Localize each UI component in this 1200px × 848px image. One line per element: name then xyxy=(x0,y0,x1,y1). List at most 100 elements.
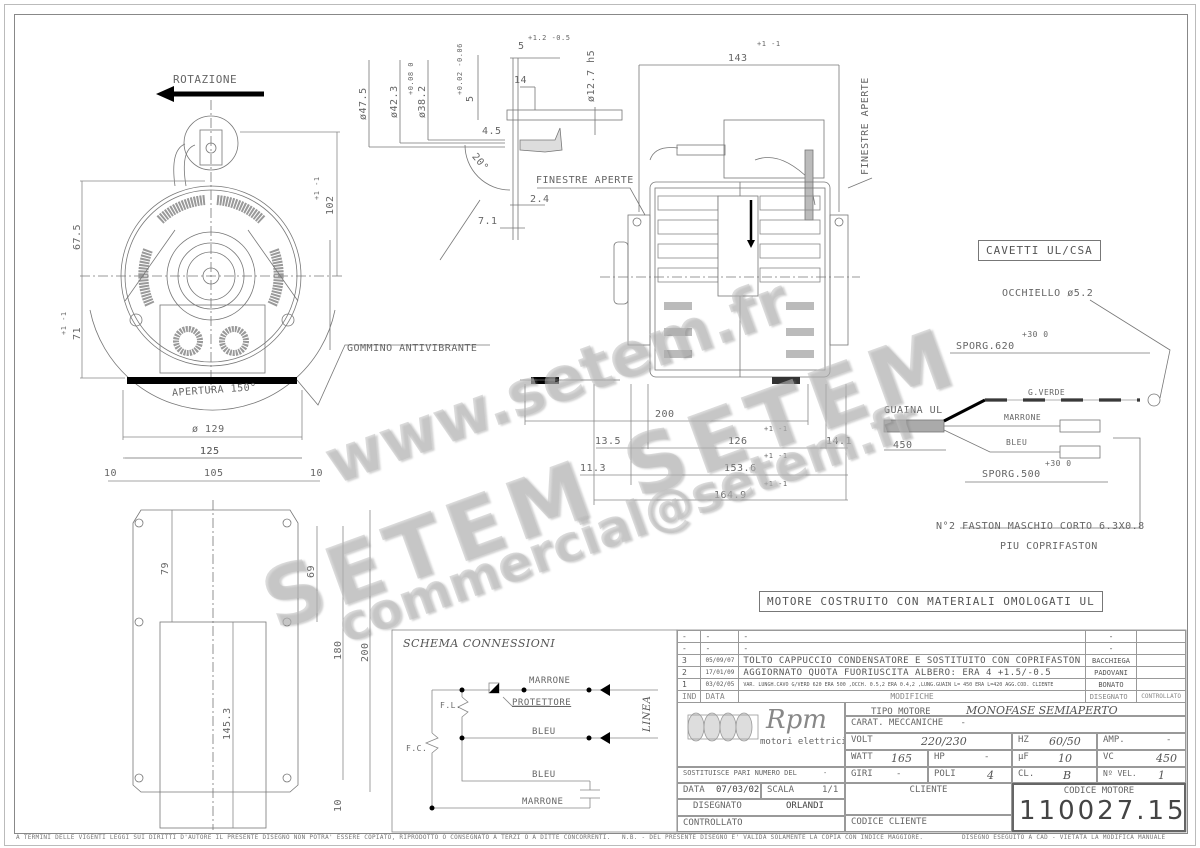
tipo-value: MONOFASE SEMIAPERTO xyxy=(966,704,1118,716)
schema-bleu-mid: BLEU xyxy=(532,727,556,737)
plate-b10: 10 xyxy=(333,798,344,812)
plate-h145: 145.3 xyxy=(222,707,233,740)
tipo-motore-cell: TIPO MOTORE MONOFASE SEMIAPERTO xyxy=(845,702,1186,716)
cable-diagram xyxy=(883,299,1171,529)
dim-11-3: 11.3 xyxy=(580,463,607,474)
base-plate xyxy=(108,457,371,830)
dim-2-4: 2.4 xyxy=(530,194,550,205)
codice-motore-value: 110027.15 xyxy=(1019,796,1186,826)
schema-marrone-top: MARRONE xyxy=(529,676,571,686)
footer-note: N.B. - DEL PRESENTE DISEGNO E' VALIDA SO… xyxy=(622,834,924,841)
dim-13-5: 13.5 xyxy=(595,436,622,447)
dim-200: 200 xyxy=(655,409,675,420)
dim-5: 5 xyxy=(465,95,476,102)
hp-label: HP xyxy=(934,752,945,762)
windows-left-label: FINESTRE APERTE xyxy=(536,175,634,186)
amp-label: AMP. xyxy=(1103,735,1125,745)
dim-d38-tol: +0.08 0 xyxy=(407,61,415,95)
codice-cliente-cell: CODICE CLIENTE xyxy=(845,815,1012,832)
dim-top5: 5 xyxy=(518,41,525,52)
brown-wire-label: MARRONE xyxy=(1004,413,1042,422)
cliente-cell: CLIENTE xyxy=(845,783,1012,815)
disegnato-label: DISEGNATO xyxy=(693,801,742,811)
plate-margin-right: 10 xyxy=(310,468,324,479)
scala-label: SCALA xyxy=(767,785,795,795)
dim-164-tol: +1 -1 xyxy=(764,480,788,488)
plate-h79: 79 xyxy=(160,561,171,575)
dim-d42: ø42.3 xyxy=(389,85,400,118)
rotation-label: ROTAZIONE xyxy=(173,73,238,86)
cliente-label: CLIENTE xyxy=(909,785,948,795)
schema-linea: LINEA xyxy=(642,695,653,732)
sheet-border xyxy=(14,14,1188,834)
vc-value: 450 xyxy=(1156,752,1177,765)
dim-14: 14 xyxy=(514,75,528,86)
poli-value: 4 xyxy=(987,769,994,782)
plate-margin-left: 10 xyxy=(104,468,118,479)
shaft-detail xyxy=(368,55,646,261)
dim-71-tol: +1 -1 xyxy=(60,311,68,335)
sporg620-label: SPORG.620 xyxy=(956,341,1015,352)
dim-102: 102 xyxy=(325,195,336,215)
scala-cell: SCALA 1/1 xyxy=(761,783,845,799)
schema-fc: F.C. xyxy=(406,744,428,753)
dim-126: 126 xyxy=(728,436,748,447)
dim-d38: ø38.2 xyxy=(417,85,428,118)
schema-fl: F.L. xyxy=(440,701,462,710)
codice-motore-cell: CODICE MOTORE 110027.15 xyxy=(1012,783,1186,832)
dim-7-1: 7.1 xyxy=(478,216,498,227)
schema-bleu-low: BLEU xyxy=(532,770,556,780)
front-view-dimensions xyxy=(80,131,340,459)
dim-top5-tol: +1.2 -0.5 xyxy=(528,34,571,42)
dim-d47: ø47.5 xyxy=(358,87,369,120)
sheath-length: 450 xyxy=(893,440,913,451)
sheet-outer-border xyxy=(4,4,1196,846)
nvel-label: Nº VEL. xyxy=(1103,769,1137,778)
dim-67-5: 67.5 xyxy=(72,223,83,250)
amp-cell: AMP.- xyxy=(1097,733,1186,750)
dim-4-5: 4.5 xyxy=(482,126,502,137)
dim-164-9: 164.9 xyxy=(714,490,747,501)
nvel-value: 1 xyxy=(1158,769,1165,782)
plate-width-125: 125 xyxy=(200,446,220,457)
cl-label: CL. xyxy=(1018,769,1035,779)
sheath-label: GUAINA UL xyxy=(884,405,943,416)
scala-value: 1/1 xyxy=(822,785,839,795)
plate-h200: 200 xyxy=(360,642,371,662)
carat-label: CARAT. MECCANICHE xyxy=(851,718,944,728)
windows-right-label: FINESTRE APERTE xyxy=(860,77,871,175)
blue-wire-label: BLEU xyxy=(1006,438,1028,447)
brand-name: Rpm xyxy=(766,705,827,735)
dia-129: ø 129 xyxy=(192,424,225,435)
brand-subtitle: motori elettrici xyxy=(760,737,845,747)
giri-cell: GIRI- xyxy=(845,767,928,783)
schema-marrone-low: MARRONE xyxy=(522,797,564,807)
footer-copyright: A TERMINI DELLE VIGENTI LEGGI SUI DIRITT… xyxy=(16,834,611,841)
cl-value: B xyxy=(1063,769,1072,782)
dim-153-tol: +1 -1 xyxy=(764,452,788,460)
dim-14-1: 14.1 xyxy=(826,436,853,447)
controllato-label: CONTROLLATO xyxy=(683,818,743,828)
data-label: DATA xyxy=(683,785,705,795)
vc-cell: VC 450 xyxy=(1097,750,1186,767)
dim-71: 71 xyxy=(72,326,83,340)
uf-value: 10 xyxy=(1058,752,1072,765)
nvel-cell: Nº VEL. 1 xyxy=(1097,767,1186,783)
cables-title: CAVETTI UL/CSA xyxy=(978,240,1101,261)
watt-value: 165 xyxy=(891,752,912,765)
ul-note: MOTORE COSTRUITO CON MATERIALI OMOLOGATI… xyxy=(759,591,1103,612)
rubber-label: GOMMINO ANTIVIBRANTE xyxy=(347,343,478,354)
vc-label: VC xyxy=(1103,752,1114,762)
side-view-dimensions xyxy=(524,384,848,505)
revision-row: ---- xyxy=(676,642,1186,655)
eyelet-label: OCCHIELLO ø5.2 xyxy=(1002,288,1094,299)
footer-cad: DISEGNO ESEGUITO A CAD - VIETATA LA MODI… xyxy=(962,834,1166,841)
rotation-arrow-icon xyxy=(156,86,264,102)
